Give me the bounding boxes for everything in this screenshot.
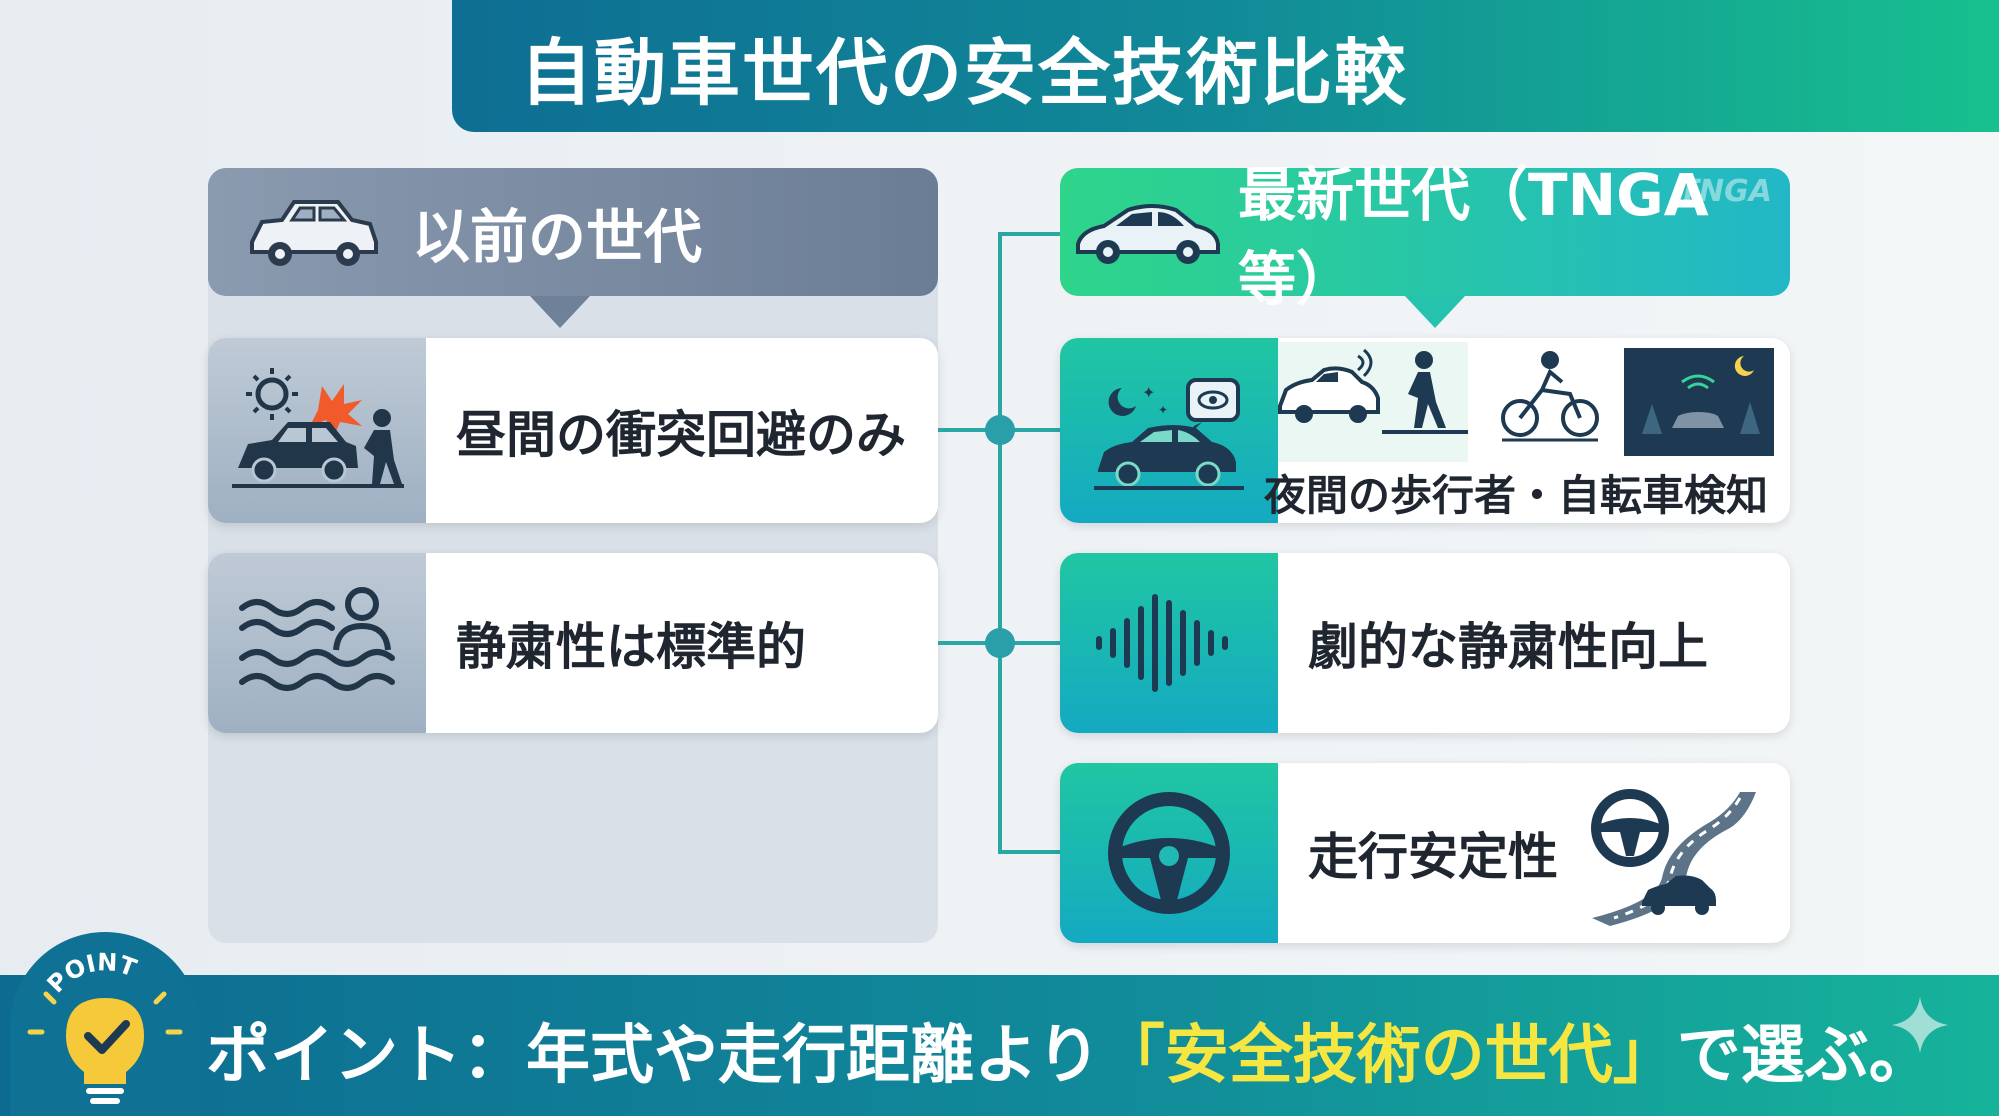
night-detection-content: 夜間の歩行者・自転車検知 bbox=[1264, 338, 1790, 523]
point-badge: POINT bbox=[10, 932, 200, 1116]
left-header-label: 以前の世代 bbox=[412, 203, 703, 271]
svg-text:✦: ✦ bbox=[1142, 383, 1155, 402]
left-header-pointer bbox=[530, 296, 590, 328]
card-icon-box: ✦ ✦ bbox=[1060, 338, 1278, 523]
card-icon-box bbox=[1060, 763, 1278, 943]
card-quietness-improvement: 劇的な静粛性向上 bbox=[1060, 553, 1790, 733]
point-badge-label: POINT bbox=[42, 948, 141, 998]
right-header-pointer bbox=[1405, 296, 1465, 328]
tnga-watermark: TNGA bbox=[1678, 174, 1772, 209]
card-label: 夜間の歩行者・自転車検知 bbox=[1264, 471, 1769, 520]
connector-dot bbox=[985, 415, 1015, 445]
connector-line bbox=[998, 232, 1060, 236]
card-daytime-collision: 昼間の衝突回避のみ bbox=[208, 338, 938, 523]
connector-line bbox=[998, 232, 1002, 852]
old-car-icon bbox=[242, 190, 382, 274]
svg-text:✦: ✦ bbox=[1158, 403, 1168, 417]
card-icon-box bbox=[208, 553, 426, 733]
footer-bar bbox=[0, 975, 1999, 1116]
noise-waves-person-icon bbox=[232, 578, 402, 708]
title-bar: 自動車世代の安全技術比較 bbox=[452, 0, 1999, 132]
page-title: 自動車世代の安全技術比較 bbox=[520, 30, 1409, 115]
lightbulb-check-icon: POINT bbox=[27, 948, 183, 1104]
card-label: 走行安定性 bbox=[1308, 828, 1558, 886]
footer-highlight: 「安全技術の世代」 bbox=[1100, 1019, 1677, 1093]
left-column-header: 以前の世代 bbox=[208, 168, 938, 296]
card-label: 静粛性は標準的 bbox=[456, 618, 806, 676]
card-night-detection: ✦ ✦ bbox=[1060, 338, 1790, 523]
sound-wave-icon bbox=[1089, 583, 1249, 703]
right-header-label: 最新世代（TNGA等） bbox=[1238, 161, 1709, 313]
road-car-wheel-icon bbox=[1590, 763, 1760, 943]
svg-text:POINT: POINT bbox=[42, 948, 141, 998]
daytime-collision-icon bbox=[222, 356, 412, 506]
card-label: 劇的な静粛性向上 bbox=[1308, 618, 1708, 676]
sparkle-icon bbox=[1890, 995, 1950, 1059]
card-icon-box bbox=[208, 338, 426, 523]
connector-line bbox=[998, 850, 1060, 854]
card-driving-stability: 走行安定性 bbox=[1060, 763, 1790, 943]
card-standard-quietness: 静粛性は標準的 bbox=[208, 553, 938, 733]
connector-dot bbox=[985, 628, 1015, 658]
footer-prefix: ポイント：年式や走行距離より bbox=[206, 1019, 1101, 1093]
right-column-header: 最新世代（TNGA等） TNGA bbox=[1060, 161, 1790, 313]
night-car-eye-icon: ✦ ✦ bbox=[1084, 366, 1254, 496]
steering-wheel-icon bbox=[1104, 788, 1234, 918]
card-icon-box bbox=[1060, 553, 1278, 733]
footer-message: ポイント：年式や走行距離より「安全技術の世代」で選ぶ。 bbox=[206, 1000, 1933, 1100]
modern-car-icon bbox=[1072, 192, 1222, 272]
card-label: 昼間の衝突回避のみ bbox=[456, 405, 906, 464]
car-pedestrian-cyclist-icon bbox=[1278, 342, 1778, 462]
footer-suffix: で選ぶ。 bbox=[1676, 1019, 1933, 1093]
